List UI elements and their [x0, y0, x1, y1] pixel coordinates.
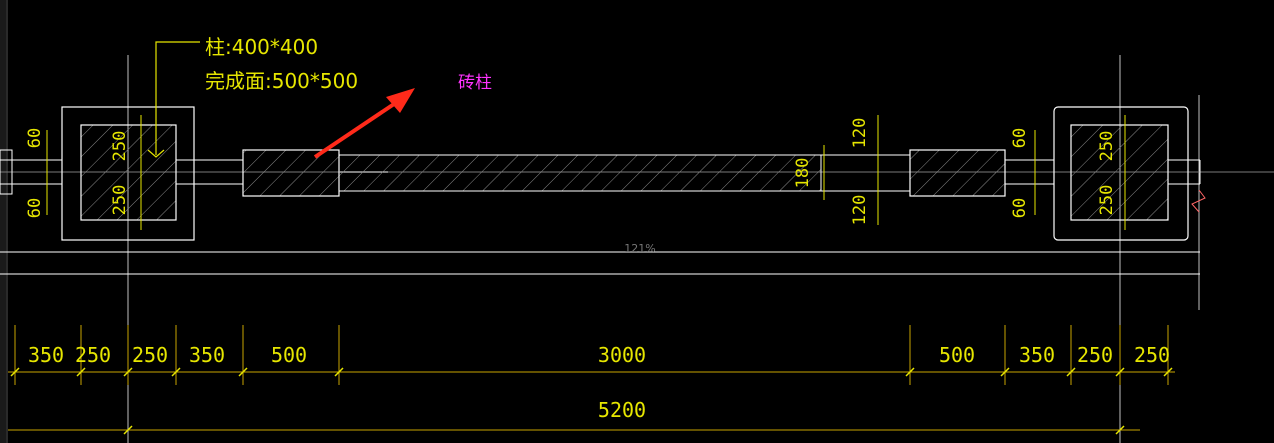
annotation-leader — [147, 41, 200, 158]
dim-right-gap-upper: 120 — [850, 118, 870, 149]
dim-text-5: 500 — [271, 343, 307, 367]
annotation-finished-face: 完成面:500*500 — [205, 69, 358, 93]
left-panel-edge — [0, 0, 6, 443]
left-brick-pier — [242, 149, 340, 197]
dim-right-col-lower: 250 — [1097, 185, 1117, 216]
dim-right-upper: 60 — [1010, 128, 1030, 148]
vertical-dim-lines — [46, 115, 1126, 230]
dim-text-9: 250 — [1077, 343, 1113, 367]
dim-left-lower: 60 — [25, 198, 45, 218]
dimension-lines — [8, 325, 1175, 431]
right-column-core — [1070, 124, 1169, 221]
annotation-brick-column: 砖柱 — [458, 73, 492, 93]
left-column-finish-face — [61, 106, 195, 241]
right-column-finish-face — [1053, 106, 1189, 241]
dim-text-2: 250 — [75, 343, 111, 367]
dim-text-10: 250 — [1134, 343, 1170, 367]
right-brick-pier — [909, 149, 1006, 197]
thin-wall-right — [821, 154, 1201, 192]
dim-right-col-upper: 250 — [1097, 131, 1117, 162]
dim-text-7: 500 — [939, 343, 975, 367]
bottom-wall-lines — [0, 251, 1200, 275]
dim-text-6: 3000 — [598, 343, 646, 367]
dim-left-upper: 60 — [25, 128, 45, 148]
dim-text-3: 250 — [132, 343, 168, 367]
left-column — [61, 106, 195, 241]
dim-right-wall: 180 — [793, 158, 813, 189]
right-column — [1053, 106, 1189, 241]
dim-text-4: 350 — [189, 343, 225, 367]
middle-hatched-wall — [338, 154, 822, 192]
dimension-ticks — [10, 367, 1173, 435]
dim-text-1: 350 — [28, 343, 64, 367]
break-line-symbol — [1191, 189, 1206, 213]
dim-left-col-lower: 250 — [110, 185, 130, 216]
zoom-watermark: 121% — [624, 242, 655, 255]
dim-right-gap-lower: 120 — [850, 195, 870, 226]
dim-text-8: 350 — [1019, 343, 1055, 367]
left-column-core — [80, 124, 177, 221]
dim-total-text: 5200 — [598, 398, 646, 422]
dim-right-lower: 60 — [1010, 198, 1030, 218]
dim-left-col-upper: 250 — [110, 131, 130, 162]
annotation-column-size: 柱:400*400 — [205, 35, 318, 59]
red-arrow — [313, 88, 415, 159]
